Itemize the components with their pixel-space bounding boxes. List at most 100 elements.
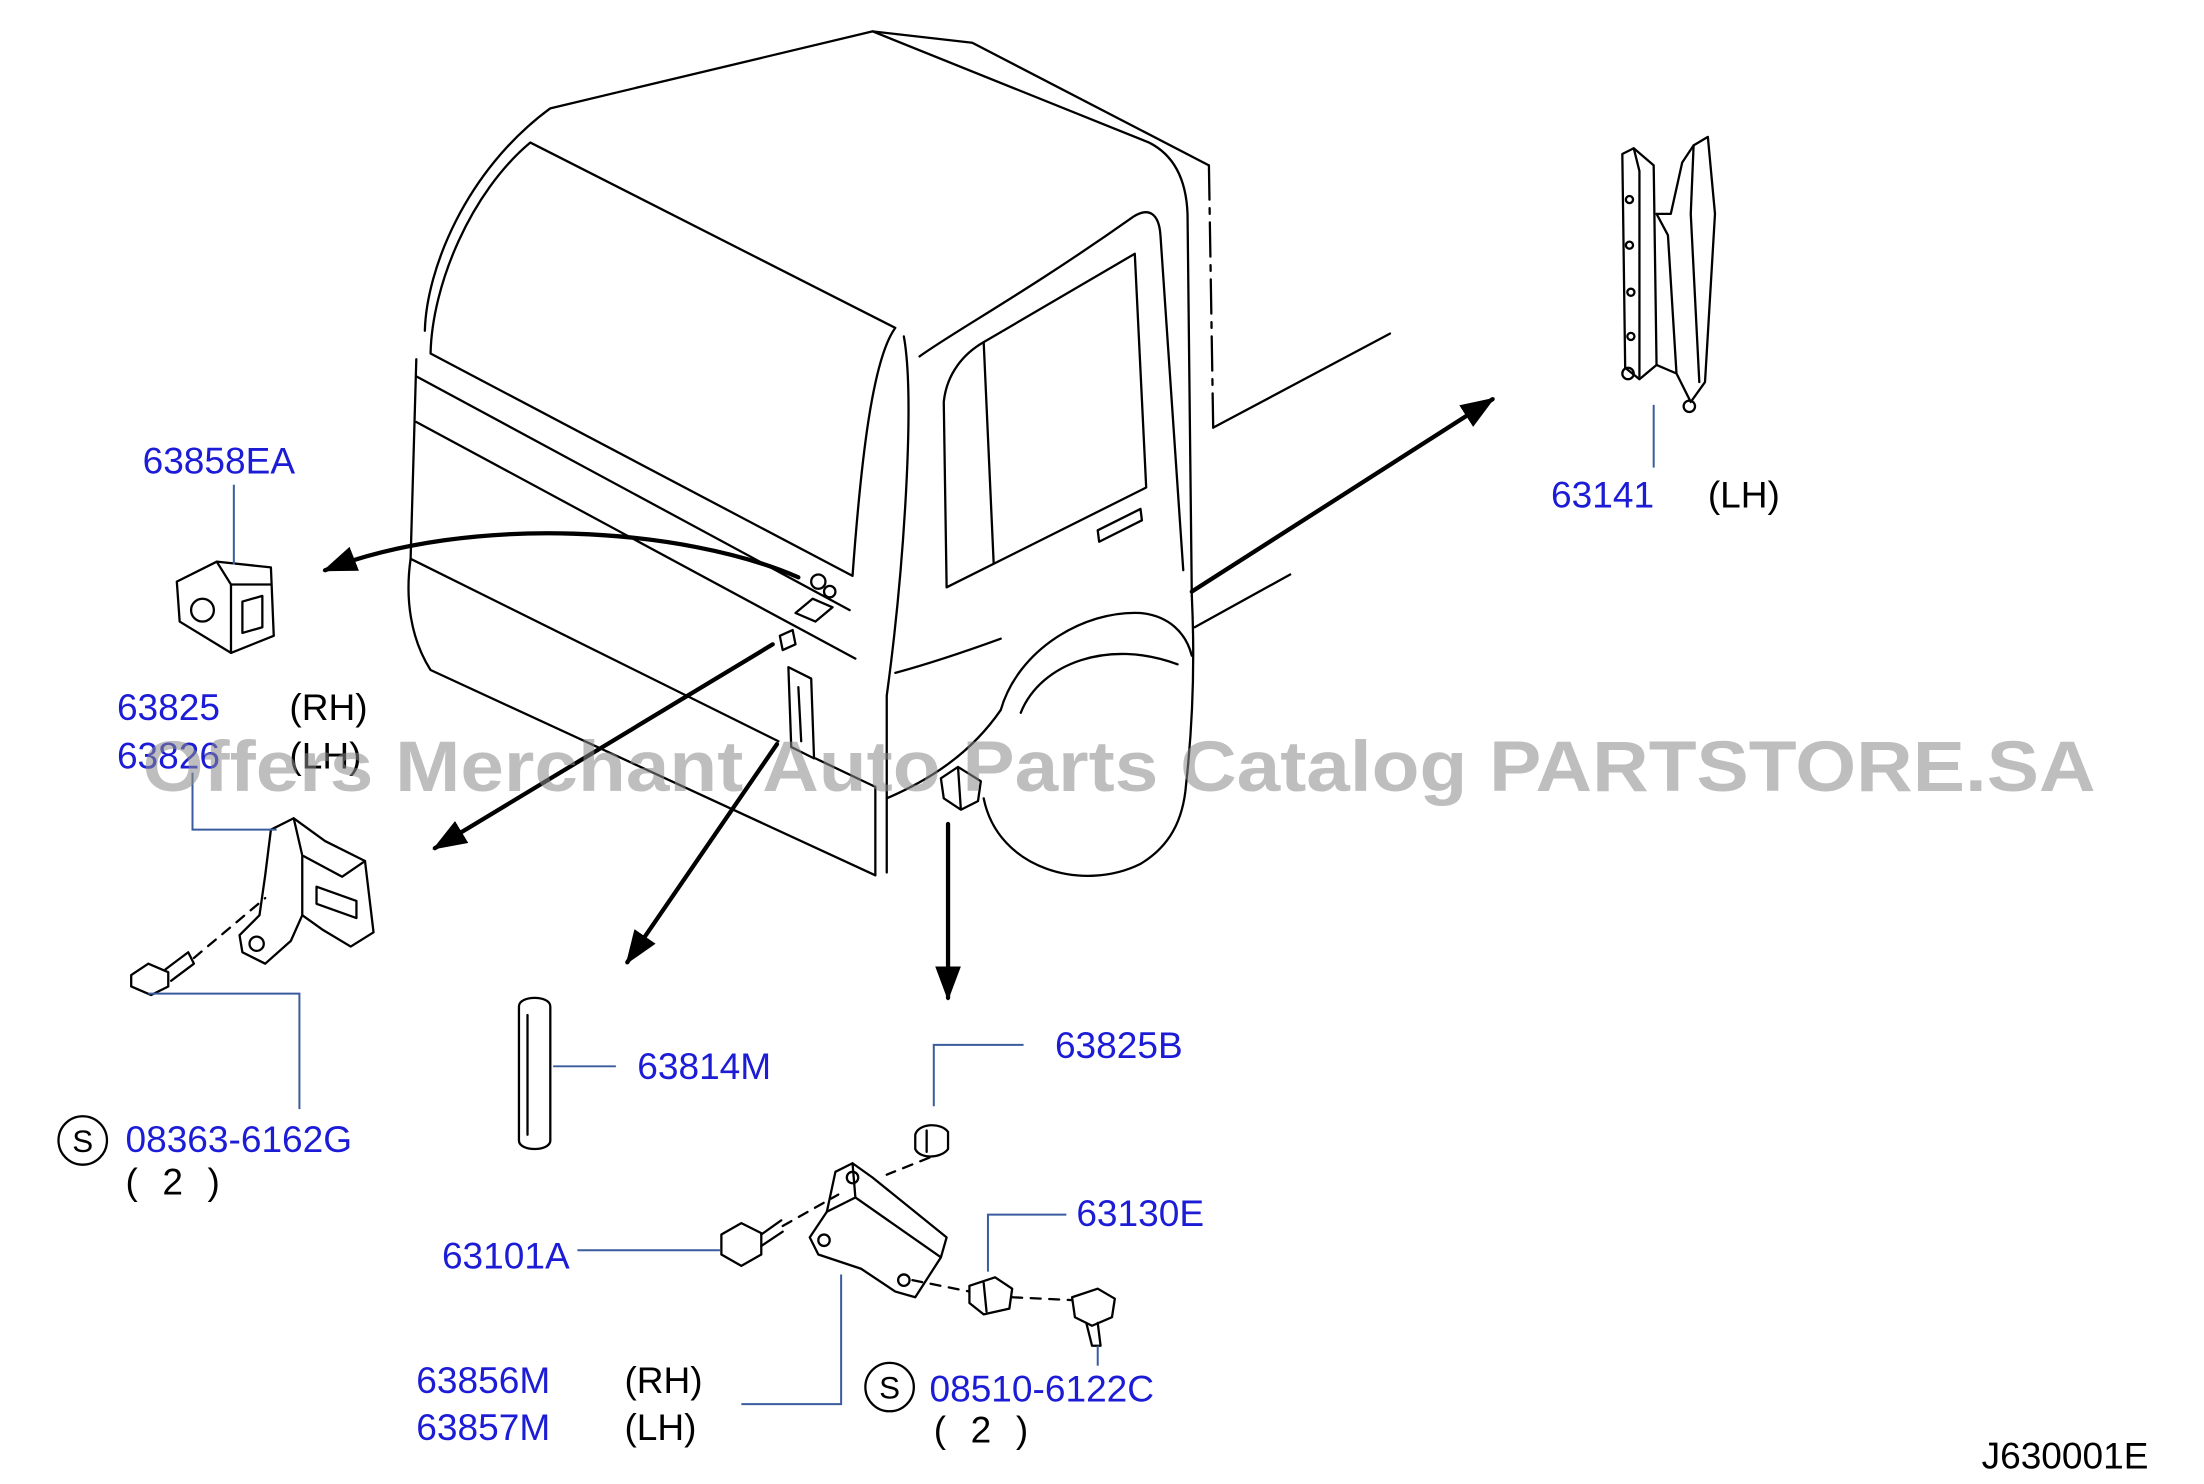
stay-fold: [825, 1162, 943, 1259]
part-number-link[interactable]: 63130E: [1076, 1192, 1204, 1234]
screw-head: [1070, 1287, 1116, 1327]
mirror-bracket: [778, 597, 834, 652]
rear-body-lower-line: [1193, 573, 1292, 629]
part-63101A-bolt-drawing: [720, 1193, 840, 1268]
part-63856M-bracket-drawing: [808, 1162, 948, 1299]
part-number-link[interactable]: 63825B: [1055, 1024, 1183, 1066]
pillar-plate-front-fold: [1632, 147, 1641, 378]
roof-outline: [423, 30, 1193, 598]
pillar-hole: [1626, 287, 1636, 297]
stay-hole: [845, 1170, 860, 1185]
windshield: [429, 141, 897, 578]
pillar-hole: [1624, 240, 1635, 250]
location-arrows: [322, 397, 1496, 1001]
part-63141-drawing: [1621, 135, 1717, 414]
component-drawings: [130, 135, 1717, 1347]
side-marker-lamp: [787, 666, 816, 760]
pillar-bolt: [1621, 366, 1635, 381]
bolt-head: [720, 1221, 763, 1268]
note-labels: (RH) (LH) (LH) (RH) (LH) ( 2 ) ( 2 ) J63…: [125, 473, 2148, 1476]
cab-rear-centerline: [1207, 164, 1215, 429]
part-63858EA-slot: [241, 594, 264, 635]
pillar-plate-rear: [1655, 135, 1717, 404]
pillar-bolt: [1682, 399, 1697, 414]
side-note: (RH): [624, 1359, 702, 1401]
figure-code: J630001E: [1982, 1434, 2149, 1476]
a-pillar-edge: [885, 335, 910, 874]
door-outline: [918, 211, 1185, 572]
bolt-shank: [164, 951, 196, 982]
finisher-strip: [517, 996, 552, 1151]
bolt-shank: [760, 1219, 784, 1248]
clip-body: [968, 1276, 1014, 1316]
quantity-note: ( 2 ): [934, 1409, 1028, 1451]
lower-side-step: [885, 708, 1002, 800]
pillar-hole: [1624, 194, 1635, 205]
leader-08363-6162G: [148, 992, 301, 1110]
side-mount-bracket: [939, 765, 982, 811]
part-number-labels: 63858EA 63825 63826 63141 63814M 63825B …: [117, 439, 1654, 1448]
part-number-link[interactable]: 63858EA: [143, 439, 296, 481]
standard-part-symbols: S S: [57, 1115, 915, 1413]
part-63825-bracket-drawing: [238, 817, 375, 965]
part-63858EA-drawing: [175, 560, 275, 655]
quantity-note: ( 2 ): [125, 1161, 219, 1203]
pillar-plate-rear-fold: [1689, 144, 1701, 384]
part-number-link[interactable]: 63101A: [442, 1235, 570, 1277]
side-note: (LH): [289, 734, 361, 776]
leader-63825: [191, 772, 277, 831]
clip-install-line: [911, 1279, 1074, 1302]
door-bottom-edge: [894, 637, 1002, 675]
part-number-link[interactable]: 63856M: [416, 1359, 550, 1401]
vent-window-divider: [982, 340, 995, 565]
leader-63856M: [741, 1274, 843, 1406]
standard-part-number-link[interactable]: 08510-6122C: [930, 1367, 1155, 1409]
leader-63825B: [932, 1043, 1024, 1107]
s-symbol-letter: S: [72, 1124, 93, 1159]
side-note: (LH): [1708, 473, 1780, 515]
roof-rear-edge: [871, 30, 1211, 167]
part-number-link[interactable]: 63857M: [416, 1406, 550, 1448]
side-note: (RH): [289, 686, 367, 728]
part-number-link[interactable]: 63825: [117, 686, 220, 728]
side-note: (LH): [624, 1406, 696, 1448]
door-window: [942, 252, 1148, 589]
leader-lines: [148, 404, 1655, 1406]
stay-body: [808, 1162, 948, 1299]
watermark: Offers Merchant Auto Parts Catalog PARTS…: [143, 727, 2096, 807]
pillar-hole: [1626, 331, 1636, 342]
part-63858EA-edge: [215, 560, 273, 655]
front-bumper: [407, 557, 877, 877]
standard-part-s-icon: S: [864, 1361, 915, 1413]
truck-cab-illustration: [407, 30, 1392, 877]
standard-part-s-icon: S: [57, 1115, 109, 1166]
grommet-install-line: [885, 1156, 931, 1176]
wheel-arch-inner: [1019, 652, 1179, 714]
screw-shank: [1085, 1321, 1102, 1347]
leader-63130E: [986, 1213, 1067, 1272]
bolt-head: [130, 962, 170, 997]
cab-rear-lower-edge: [1184, 594, 1195, 786]
arrow-to-63141: [1189, 397, 1496, 594]
bracket-hole: [248, 935, 265, 952]
standard-part-number-link[interactable]: 08363-6162G: [125, 1118, 352, 1160]
front-bumper-top: [409, 557, 877, 877]
part-63825B-drawing: [885, 1124, 950, 1176]
rear-body-upper-line: [1212, 332, 1392, 429]
part-number-link[interactable]: 63141: [1551, 473, 1654, 515]
front-panel-line: [415, 420, 857, 660]
part-number-link[interactable]: 63814M: [637, 1045, 771, 1087]
part-number-link[interactable]: 63826: [117, 734, 220, 776]
mirror-bolt: [810, 573, 827, 590]
part-63130E-clip-drawing: [911, 1276, 1074, 1316]
bolt-install-line: [781, 1193, 840, 1228]
s-circle-icon: [864, 1361, 915, 1413]
stay-hole: [897, 1273, 911, 1287]
wheel-arch: [999, 611, 1193, 712]
front-wheel: [982, 782, 1188, 877]
bracket-fold: [292, 817, 367, 917]
stay-hole: [817, 1233, 831, 1248]
part-08510-6122C-screw-drawing: [1070, 1287, 1116, 1347]
